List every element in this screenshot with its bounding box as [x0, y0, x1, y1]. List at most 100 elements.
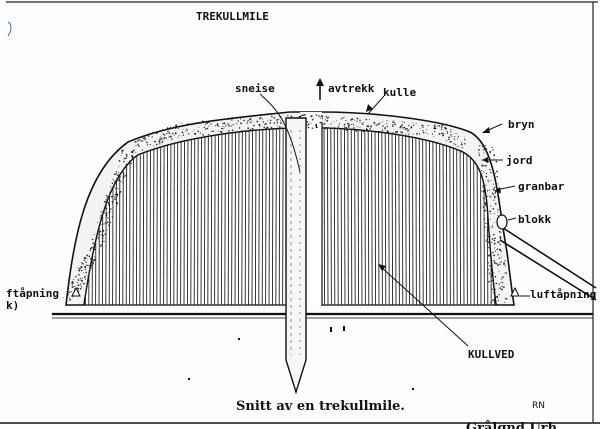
kulle-arrow-head [366, 104, 373, 112]
soil-dot [448, 136, 450, 139]
soil-dot [147, 135, 150, 137]
soil-dot [362, 130, 365, 133]
soil-dot [492, 193, 494, 196]
soil-dot [130, 162, 132, 165]
soil-dot [175, 125, 178, 128]
soil-dot [194, 133, 197, 135]
soil-dot [217, 123, 219, 124]
soil-dot [422, 124, 424, 126]
log-line [115, 128, 118, 305]
soil-dot [311, 127, 314, 129]
soil-dot [239, 127, 241, 129]
soil-dot [443, 133, 445, 135]
soil-dot [373, 121, 376, 124]
soil-dot [304, 114, 306, 116]
soil-dot [271, 115, 273, 118]
soil-dot [490, 301, 493, 304]
soil-dot [142, 140, 144, 142]
soil-dot [125, 157, 127, 159]
soil-dot [240, 122, 242, 125]
soil-dot [404, 128, 407, 130]
soil-dot [86, 264, 88, 267]
soil-dot [140, 139, 142, 142]
soil-dot [121, 150, 124, 152]
log-line [261, 128, 264, 305]
soil-dot [251, 127, 254, 130]
soil-dot [504, 265, 507, 267]
soil-dot [367, 131, 369, 133]
soil-dot [108, 204, 111, 207]
soil-dot [485, 184, 487, 186]
soil-dot [79, 277, 81, 280]
soil-dot [92, 242, 95, 245]
soil-dot [492, 272, 494, 274]
soil-dot [503, 302, 505, 303]
soil-dot [416, 133, 418, 135]
soil-dot [102, 227, 104, 229]
soil-dot [495, 242, 497, 244]
soil-dot [123, 158, 125, 160]
log-line [217, 128, 220, 305]
soil-dot [246, 121, 248, 123]
soil-dot [492, 188, 495, 191]
soil-dot [502, 276, 504, 278]
soil-dot [493, 254, 496, 257]
soil-dot [210, 123, 212, 125]
soil-dot [182, 134, 184, 136]
soil-dot [483, 197, 485, 200]
soil-dot [169, 135, 171, 137]
soil-dot [102, 229, 105, 232]
soil-dot [183, 128, 185, 130]
soil-dot [483, 144, 485, 146]
soil-dot [178, 125, 181, 128]
soil-dot [490, 171, 492, 174]
soil-dot [486, 243, 489, 245]
soil-dot [206, 122, 208, 125]
soil-dot [105, 194, 108, 197]
soil-dot [143, 136, 145, 138]
soil-dot [80, 265, 82, 268]
log-line [452, 128, 455, 305]
soil-dot [488, 265, 490, 267]
soil-dot [495, 185, 498, 188]
soil-dot [401, 121, 403, 123]
soil-dot [98, 236, 100, 238]
soil-dot [487, 246, 489, 249]
soil-dot [494, 178, 496, 180]
soil-dot [484, 226, 486, 228]
soil-dot [132, 151, 134, 153]
soil-dot [412, 122, 414, 123]
soil-dot [259, 117, 262, 119]
soil-dot [121, 181, 123, 183]
soil-dot [155, 132, 158, 135]
soil-dot [123, 149, 125, 151]
soil-dot [202, 120, 204, 123]
soil-dot [434, 124, 436, 126]
soil-dot [453, 138, 456, 140]
soil-dot [83, 259, 86, 262]
soil-dot [484, 202, 486, 205]
soil-dot [498, 257, 500, 259]
log-line [258, 128, 260, 305]
log-line [408, 128, 411, 305]
soil-dot [116, 174, 118, 176]
log-line [156, 128, 158, 305]
soil-dot [100, 211, 102, 213]
soil-dot [408, 125, 410, 127]
soil-dot [483, 152, 485, 154]
log-line [323, 128, 326, 305]
soil-dot [494, 202, 497, 205]
soil-dot [280, 127, 283, 129]
soil-dot [496, 170, 498, 173]
soil-dot [249, 121, 251, 123]
soil-dot [492, 226, 494, 228]
soil-dot [485, 175, 488, 178]
soil-dot [116, 194, 119, 196]
soil-dot [319, 116, 321, 118]
soil-dot [144, 139, 146, 141]
soil-dot [202, 134, 204, 136]
soil-dot [90, 264, 92, 267]
soil-dot [486, 195, 488, 198]
soil-dot [315, 126, 318, 129]
